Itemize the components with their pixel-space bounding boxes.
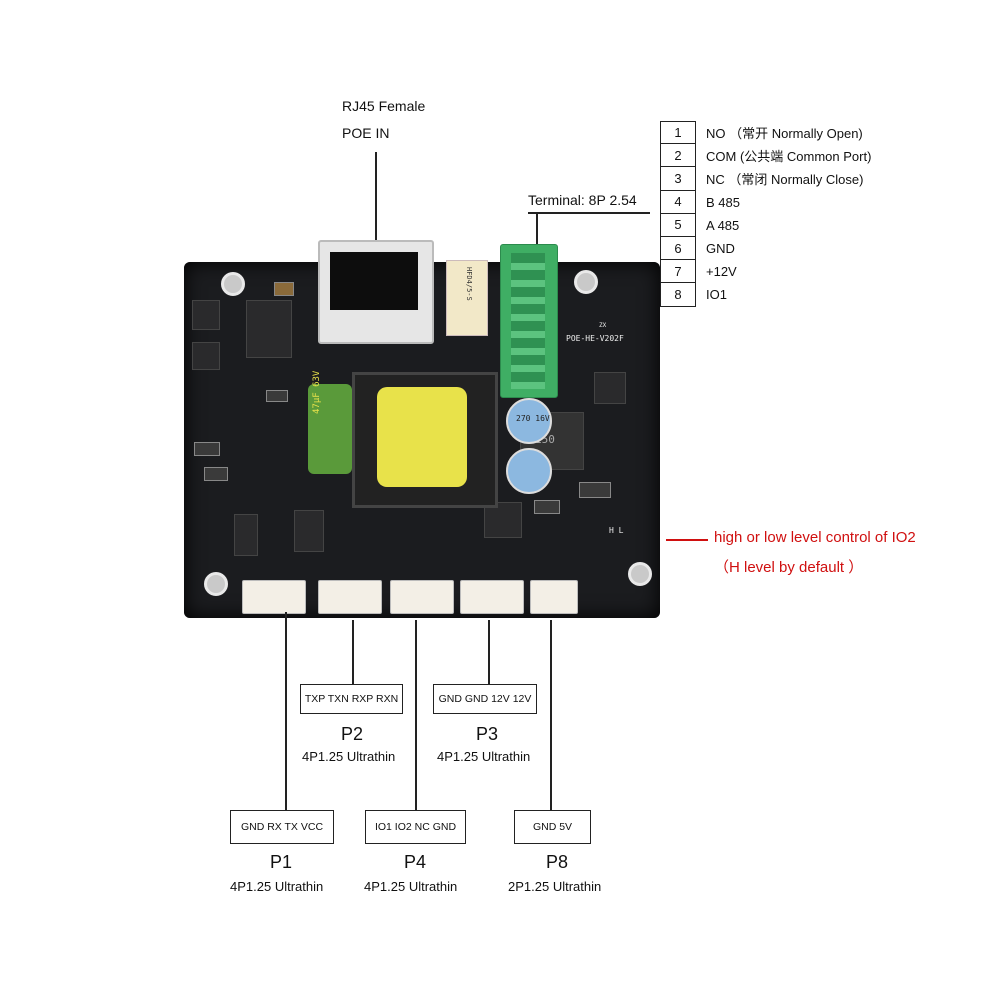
mounting-hole [204,572,228,596]
p4-leader-line [415,620,417,810]
pin-function: +12V [706,264,737,280]
pin-function: COM (公共端 Common Port) [706,149,872,165]
terminal-screws [511,253,545,389]
io2-leader-line [666,539,708,541]
smd-part [204,467,228,481]
p1-connector [242,580,306,614]
transistor [192,342,220,370]
p3-leader-line [488,620,490,684]
p2-pin-box: TXP TXN RXP RXN [300,684,403,714]
pcb-board: 150 47μF 63V 270 16V HFD4/5-S ZX POE-HE-… [184,260,660,618]
p2-leader-line [352,620,354,684]
smd-capacitor [506,448,552,494]
io2-note-line2: （H level by default ） [714,559,864,576]
transistor [192,300,220,330]
pin-number: 4 [660,190,696,214]
rj45-leader-line [375,152,377,242]
rj45-port [330,252,418,310]
mounting-hole [628,562,652,586]
pin-number: 3 [660,167,696,191]
p1-pin-box: GND RX TX VCC [230,810,334,844]
smd-capacitor: 270 16V [506,398,552,444]
rj45-label: RJ45 Female [342,98,426,114]
p8-desc: 2P1.25 Ultrathin [508,879,602,894]
terminal-leader-v [536,212,538,248]
pin-function: IO1 [706,287,727,303]
smd-part [266,390,288,402]
pin-number: 8 [660,283,696,307]
p3-connector [460,580,524,614]
regulator-ic [294,510,324,552]
electrolytic-capacitor: 47μF 63V [308,371,352,474]
p1-leader-line [285,612,287,810]
p8-name: P8 [546,852,569,872]
mounting-hole [221,272,245,296]
mounting-hole [574,270,598,294]
pin-function: GND [706,241,735,257]
p4-pin-box: IO1 IO2 NC GND [365,810,466,844]
p8-connector [530,580,578,614]
pin-number: 2 [660,144,696,168]
pin-number: 6 [660,236,696,261]
smd-part [194,442,220,456]
terminal-label: Terminal: 8P 2.54 [528,192,637,208]
board-model-label: POE-HE-V202F [566,334,624,343]
pin-function: B 485 [706,194,740,210]
pin-number: 7 [660,260,696,284]
pin-number: 5 [660,213,696,237]
smd-part [579,482,611,498]
driver-ic [246,300,292,358]
p4-desc: 4P1.25 Ultrathin [364,879,458,894]
p3-pin-box: GND GND 12V 12V [433,684,537,714]
p2-name: P2 [341,724,364,744]
p4-name: P4 [404,852,427,872]
smd-part [534,500,560,514]
pin-number: 1 [660,121,696,145]
controller-ic [594,372,626,404]
io2-jumper-label: H L [609,526,624,535]
terminal-block [500,244,558,398]
p3-desc: 4P1.25 Ultrathin [437,749,531,764]
p1-name: P1 [270,852,293,872]
capacitor-label: 270 16V [516,414,550,423]
p8-pin-box: GND 5V [514,810,591,844]
p2-desc: 4P1.25 Ultrathin [302,749,396,764]
pin-function: A 485 [706,217,740,233]
mosfet [484,502,522,538]
capacitor-label: 47μF 63V [312,370,322,414]
silk-mark: ZX [599,322,607,329]
terminal-leader-h [528,212,650,214]
relay: HFD4/5-S [446,260,488,336]
transformer [352,372,498,508]
p8-leader-line [550,620,552,810]
regulator-ic [234,514,258,556]
p2-connector [318,580,382,614]
transformer-coil [377,387,467,487]
pin-function: NC （常闭 Normally Close) [706,172,864,188]
smd-part [274,282,294,296]
p3-name: P3 [476,724,499,744]
p4-connector [390,580,454,614]
p1-desc: 4P1.25 Ultrathin [230,879,324,894]
pin-function: NO （常开 Normally Open) [706,126,863,142]
io2-note-line1: high or low level control of IO2 [714,529,916,546]
poe-in-label: POE IN [342,125,390,141]
relay-label: HFD4/5-S [465,267,473,301]
rj45-jack [318,240,434,344]
